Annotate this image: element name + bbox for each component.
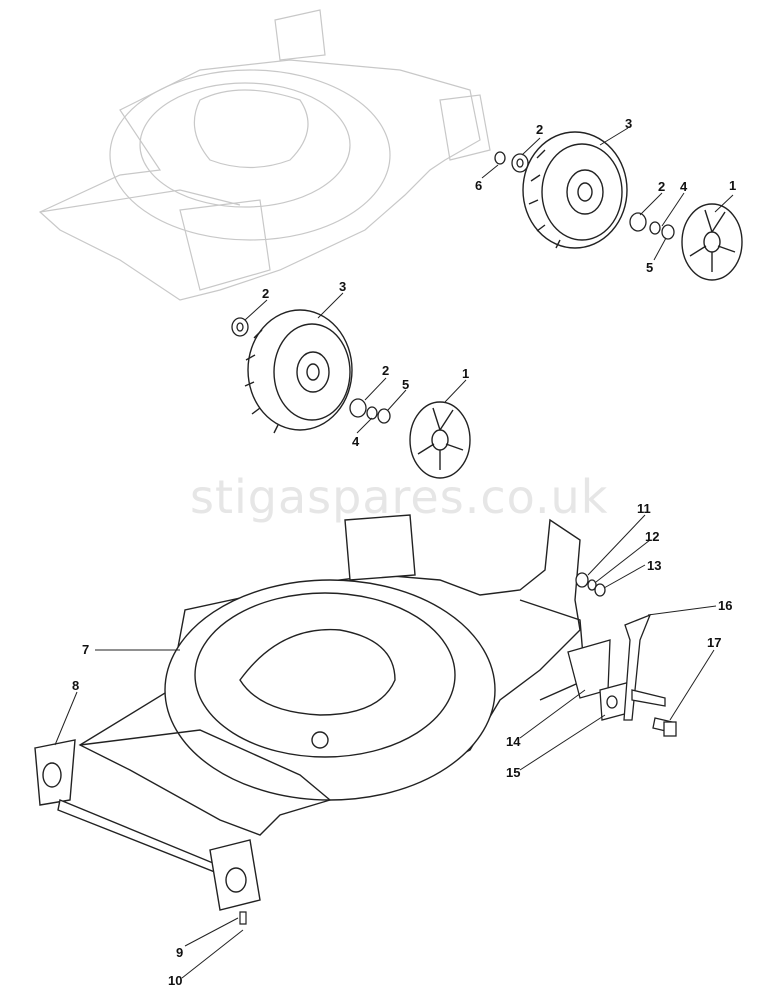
bearings-lower bbox=[231, 317, 391, 424]
callout-13: 13 bbox=[647, 558, 662, 573]
callout-14: 14 bbox=[506, 734, 521, 749]
leader-lines bbox=[54, 127, 734, 979]
callout-15: 15 bbox=[506, 765, 521, 780]
callout-5b: 5 bbox=[402, 377, 410, 392]
callout-2c: 2 bbox=[262, 286, 270, 301]
callout-8: 8 bbox=[72, 678, 80, 693]
callout-3: 3 bbox=[625, 116, 633, 131]
callout-4: 4 bbox=[680, 179, 688, 194]
wheel-upper bbox=[522, 131, 628, 249]
screw-9 bbox=[239, 911, 247, 925]
callout-2d: 2 bbox=[382, 363, 390, 378]
hub-cap-upper bbox=[681, 203, 743, 281]
lever-16 bbox=[623, 613, 666, 721]
callout-17: 17 bbox=[707, 635, 722, 650]
callout-4b: 4 bbox=[352, 434, 360, 449]
washers-11-13 bbox=[575, 572, 606, 597]
height-adjust-axle bbox=[34, 739, 261, 911]
callout-3b: 3 bbox=[339, 279, 347, 294]
bolt-17 bbox=[652, 717, 677, 737]
cutting-deck bbox=[78, 514, 586, 836]
callout-2: 2 bbox=[536, 122, 544, 137]
callout-9: 9 bbox=[176, 945, 184, 960]
ghost-deck bbox=[38, 9, 491, 301]
callout-7: 7 bbox=[82, 642, 90, 657]
callout-5: 5 bbox=[646, 260, 654, 275]
callout-16: 16 bbox=[718, 598, 733, 613]
callout-10: 10 bbox=[168, 973, 183, 988]
callout-6: 6 bbox=[475, 178, 483, 193]
callout-12: 12 bbox=[645, 529, 660, 544]
bearings-upper bbox=[494, 151, 675, 240]
callout-1b: 1 bbox=[462, 366, 470, 381]
callout-1: 1 bbox=[729, 178, 737, 193]
callout-2b: 2 bbox=[658, 179, 666, 194]
callout-11: 11 bbox=[637, 501, 651, 516]
hub-cap-lower bbox=[409, 401, 471, 479]
wheel-lower bbox=[244, 309, 353, 434]
